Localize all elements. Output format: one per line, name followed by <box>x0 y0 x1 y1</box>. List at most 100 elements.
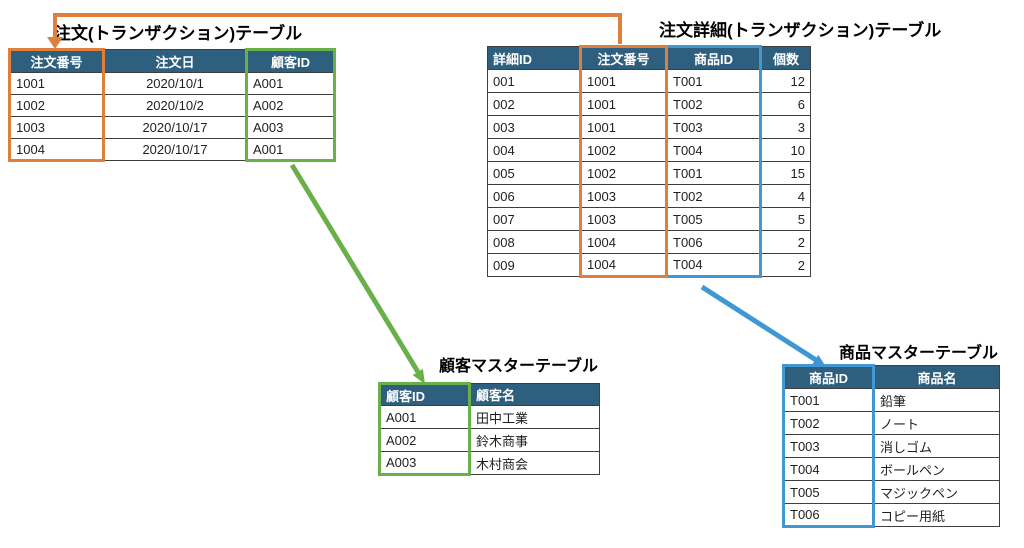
table-cell: T003 <box>782 434 875 458</box>
table-cell: A002 <box>245 94 336 117</box>
table-cell: T002 <box>782 411 875 435</box>
column-header: 個数 <box>760 46 811 70</box>
table-cell: 田中工業 <box>469 405 600 429</box>
column-header: 顧客ID <box>245 48 336 73</box>
table-cell: T004 <box>665 253 762 278</box>
table-cell: T005 <box>665 207 762 231</box>
table-cell: 008 <box>487 230 581 254</box>
column-header: 注文日 <box>103 49 247 73</box>
column-header: 顧客ID <box>378 382 471 406</box>
table-cell: A001 <box>245 138 336 162</box>
table-cell: 004 <box>487 138 581 162</box>
table-cell: 6 <box>760 92 811 116</box>
table-cell: 006 <box>487 184 581 208</box>
order-details-table-title: 注文詳細(トランザクション)テーブル <box>659 21 942 40</box>
table-cell: T003 <box>665 115 762 139</box>
table-cell: T001 <box>665 161 762 185</box>
table-cell: 1001 <box>8 72 105 95</box>
table-cell: T004 <box>665 138 762 162</box>
products-table-title: 商品マスターテーブル <box>838 345 998 362</box>
table-cell: 007 <box>487 207 581 231</box>
header-row: 注文番号注文日顧客ID <box>8 48 336 73</box>
table-cell: ノート <box>873 411 1000 435</box>
table-cell: 4 <box>760 184 811 208</box>
table-cell: 1004 <box>8 138 105 162</box>
table-cell: 5 <box>760 207 811 231</box>
table-cell: 3 <box>760 115 811 139</box>
table-cell: 2020/10/17 <box>103 116 247 139</box>
column-header: 注文番号 <box>579 45 668 70</box>
table-cell: 005 <box>487 161 581 185</box>
table-cell: 2020/10/17 <box>103 138 247 161</box>
column-header: 顧客名 <box>469 383 600 406</box>
table-cell: マジックペン <box>873 480 1000 504</box>
table-cell: 002 <box>487 92 581 116</box>
table-cell: 1002 <box>8 94 105 117</box>
table-cell: 1002 <box>579 138 668 162</box>
table-cell: 1003 <box>579 207 668 231</box>
column-header: 商品名 <box>873 365 1000 389</box>
table-cell: 2020/10/1 <box>103 72 247 95</box>
table-cell: ボールペン <box>873 457 1000 481</box>
table-cell: 15 <box>760 161 811 185</box>
orders-table-title: 注文(トランザクション)テーブル <box>53 24 303 43</box>
column-header: 注文番号 <box>8 48 105 73</box>
table-cell: 1003 <box>8 116 105 139</box>
customers-table-title: 顧客マスターテーブル <box>438 358 598 375</box>
column-header: 商品ID <box>665 45 762 70</box>
table-cell: A003 <box>378 451 471 476</box>
table-cell: 10 <box>760 138 811 162</box>
table-cell: T002 <box>665 184 762 208</box>
table-cell: T001 <box>782 388 875 412</box>
table-cell: 1003 <box>579 184 668 208</box>
column-header: 詳細ID <box>487 46 581 70</box>
table-cell: T002 <box>665 92 762 116</box>
table-cell: A002 <box>378 428 471 452</box>
table-cell: A001 <box>245 72 336 95</box>
table-cell: 2020/10/2 <box>103 94 247 117</box>
table-cell: 木村商会 <box>469 451 600 475</box>
table-cell: 2 <box>760 253 811 277</box>
table-cell: 1001 <box>579 92 668 116</box>
table-cell: 1004 <box>579 230 668 254</box>
table-cell: T001 <box>665 69 762 93</box>
table-cell: 1001 <box>579 115 668 139</box>
table-cell: 消しゴム <box>873 434 1000 458</box>
table-cell: 001 <box>487 69 581 93</box>
table-cell: A003 <box>245 116 336 139</box>
table-cell: A001 <box>378 405 471 429</box>
table-cell: 1001 <box>579 69 668 93</box>
table-cell: T006 <box>782 503 875 528</box>
column-header: 商品ID <box>782 364 875 389</box>
table-cell: T005 <box>782 480 875 504</box>
table-cell: T006 <box>665 230 762 254</box>
